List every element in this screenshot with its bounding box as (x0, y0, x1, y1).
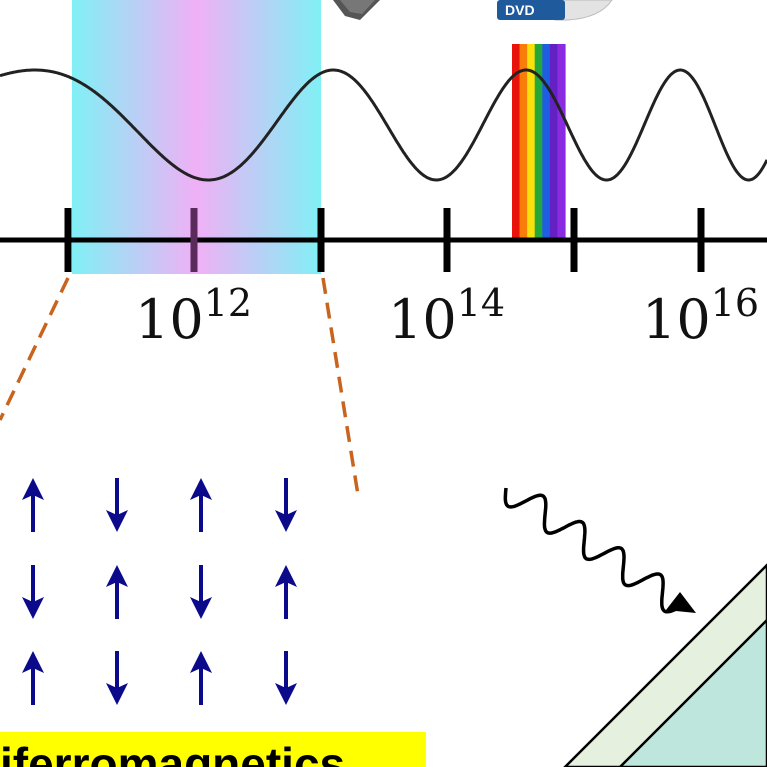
spin-up-arrow-icon (106, 565, 128, 619)
crystal-slab (563, 563, 767, 767)
tick-label-1e12: 1012 (135, 281, 252, 351)
spin-lattice (22, 478, 297, 705)
spin-down-arrow-icon (275, 651, 297, 705)
spin-down-arrow-icon (106, 651, 128, 705)
rainbow-stripe (512, 44, 521, 238)
caption-text: iferromagnetics (0, 738, 345, 767)
rainbow-stripe (519, 44, 528, 238)
spin-up-arrow-icon (190, 478, 212, 532)
rainbow-stripe (549, 44, 559, 238)
rainbow-stripe (557, 44, 566, 238)
spin-up-arrow-icon (22, 651, 44, 705)
spin-down-arrow-icon (275, 478, 297, 532)
cd-drive-icon (333, 0, 380, 20)
spin-up-arrow-icon (275, 565, 297, 619)
spin-down-arrow-icon (106, 478, 128, 532)
spin-down-arrow-icon (22, 565, 44, 619)
spin-down-arrow-icon (190, 565, 212, 619)
spin-up-arrow-icon (22, 478, 44, 532)
zoom-line-left (0, 277, 70, 421)
rainbow-stripe (534, 44, 543, 238)
em-wave (0, 68, 767, 182)
zoom-line-right (321, 277, 360, 496)
tick-label-1e16: 1016 (642, 281, 759, 351)
rainbow-stripe (542, 44, 551, 238)
photon-arrow-icon (503, 487, 696, 614)
dvd-label: DVD (505, 2, 535, 18)
rainbow-stripe (527, 44, 536, 238)
axis-ticks (64, 208, 705, 272)
material-caption: iferromagnetics (0, 732, 426, 767)
tick-label-1e14: 1014 (388, 281, 505, 351)
spin-up-arrow-icon (190, 651, 212, 705)
visible-light-band (512, 44, 566, 238)
dvd-disc-icon: DVD (497, 0, 613, 21)
